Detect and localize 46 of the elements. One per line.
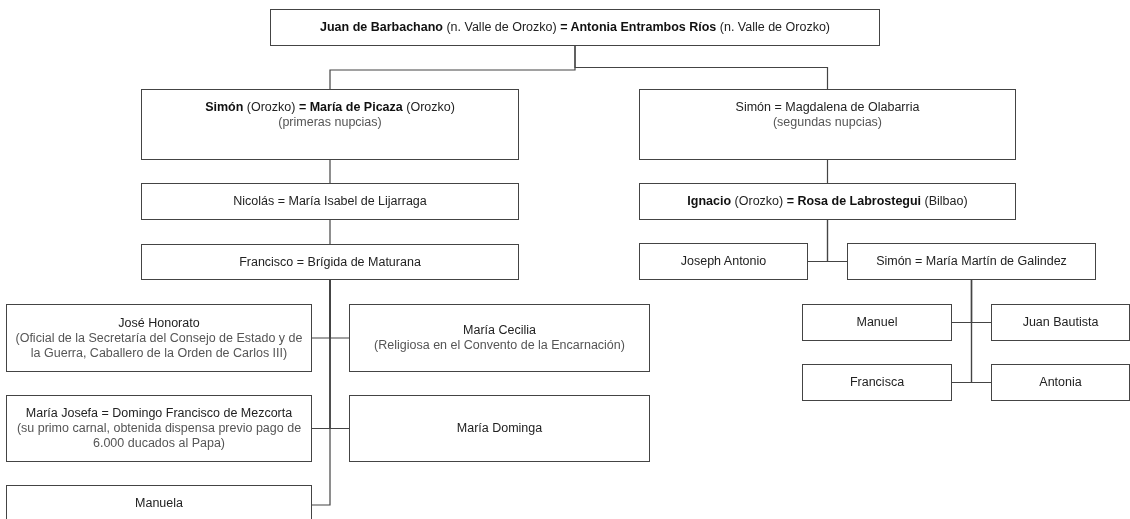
- connector-line: [574, 45, 829, 90]
- person-box: [802, 364, 952, 401]
- note-text: (primeras nupcias): [278, 115, 382, 130]
- person-box: [141, 183, 519, 220]
- name-text: José Honorato: [118, 315, 200, 331]
- connector-line: [826, 159, 829, 184]
- person-box: [141, 89, 519, 160]
- person-box: [6, 395, 312, 462]
- person-box: [6, 485, 312, 519]
- name-text: Francisca: [849, 375, 905, 390]
- connector-line: [311, 279, 331, 506]
- note-text: (segundas nupcias): [772, 115, 883, 130]
- name-text: Simón = Magdalena de Olabarria: [735, 100, 920, 115]
- note-text: (su primo carnal, obtenida dispensa previo pago de 6.000 ducados al Papa): [15, 421, 303, 451]
- connector-line: [329, 219, 331, 245]
- person-box: [270, 9, 880, 46]
- person-box: [141, 244, 519, 280]
- connector-line: [329, 159, 331, 184]
- note-text: (Religiosa en el Convento de la Encarnación): [374, 338, 625, 353]
- name-text: Simón (Orozko) = María de Picaza (Orozko): [205, 100, 455, 115]
- name-text: Manuel: [856, 315, 898, 330]
- name-text: Francisco = Brígida de Maturana: [239, 254, 421, 270]
- person-box: [349, 395, 650, 462]
- name-text: Antonia: [1039, 375, 1082, 390]
- person-box: [639, 183, 1016, 220]
- name-text: Joseph Antonio: [680, 254, 767, 269]
- name-text: María Cecilia: [463, 323, 536, 338]
- name-text: Manuela: [135, 496, 183, 511]
- connector-line: [970, 279, 992, 384]
- person-box: [847, 243, 1096, 280]
- note-text: (Oficial de la Secretaría del Consejo de Estado y de la Guerra, Caballero de la Orden de Carlos III): [14, 330, 304, 361]
- person-box: [639, 89, 1016, 160]
- person-box: [802, 304, 952, 341]
- person-box: [349, 304, 650, 372]
- name-text: Ignacio (Orozko) = Rosa de Labrostegui (Bilbao): [687, 194, 968, 209]
- connector-line: [826, 219, 848, 263]
- person-box: [6, 304, 312, 372]
- name-text: María Dominga: [456, 421, 543, 436]
- person-box: [991, 304, 1130, 341]
- person-box: [991, 364, 1130, 401]
- name-text: Nicolás = María Isabel de Lijarraga: [233, 194, 427, 209]
- name-text: Juan de Barbachano (n. Valle de Orozko) = Antonia Entrambos Ríos (n. Valle de Orozko): [320, 20, 830, 35]
- name-text: Simón = María Martín de Galindez: [876, 254, 1067, 269]
- name-text: Juan Bautista: [1022, 315, 1099, 330]
- person-box: [639, 243, 808, 280]
- name-text: María Josefa = Domingo Francisco de Mezcorta: [25, 406, 293, 421]
